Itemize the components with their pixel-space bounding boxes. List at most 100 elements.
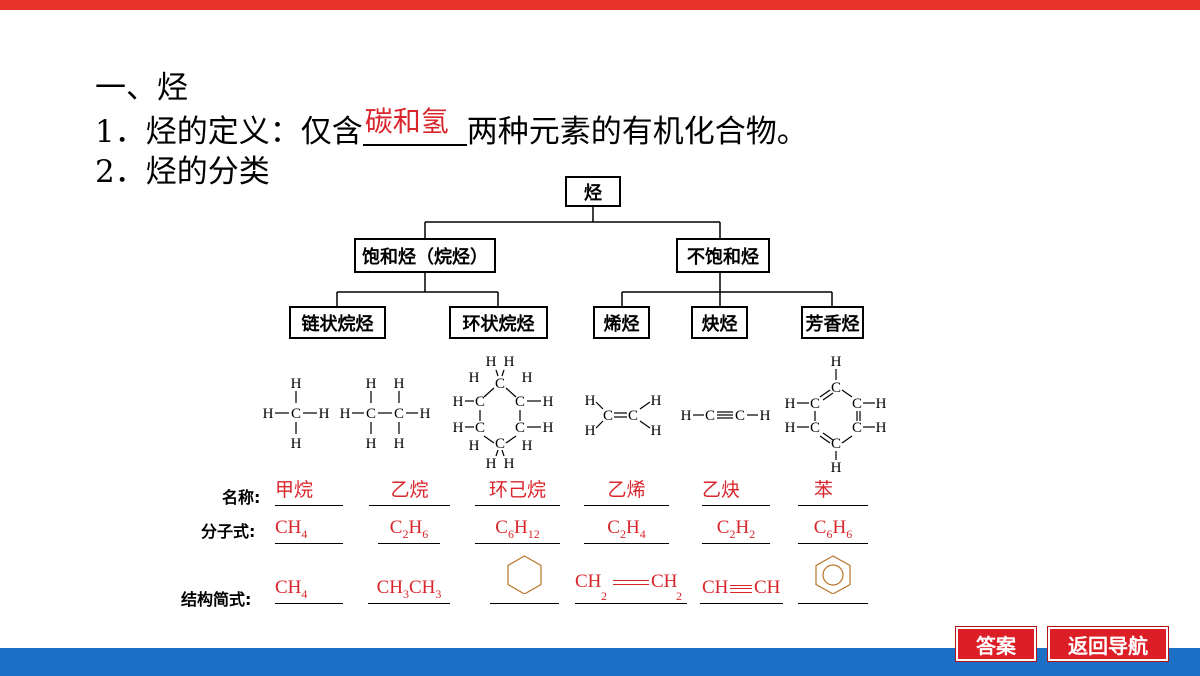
svg-text:C: C [475, 420, 485, 436]
svg-text:C: C [495, 436, 505, 452]
svg-text:H: H [340, 406, 351, 422]
row-label-structure: 结构简式: [181, 590, 252, 609]
tree-node-saturated: 饱和烃（烷烃） [354, 238, 496, 273]
structure-benzene [798, 555, 868, 604]
svg-text:H: H [651, 423, 662, 439]
structure-ethane: CH3CH3 [368, 576, 450, 604]
tree-node-alkene: 烯烃 [593, 306, 650, 339]
tree-node-unsaturated: 不饱和烃 [676, 238, 770, 273]
row-label-formula: 分子式: [201, 522, 256, 541]
name-benzene: 苯 [798, 478, 868, 506]
svg-text:C: C [603, 408, 613, 424]
svg-text:H: H [760, 408, 771, 424]
structure-cyclohexane [490, 555, 559, 604]
formula-cyclohexane: C6H12 [475, 516, 560, 544]
structure-ethyne: CH CH [700, 576, 783, 604]
svg-text:H: H [453, 420, 464, 436]
svg-text:H: H [263, 406, 274, 422]
svg-text:H: H [420, 406, 431, 422]
svg-text:C: C [394, 406, 404, 422]
svg-text:C: C [810, 420, 820, 436]
svg-text:C: C [515, 420, 525, 436]
svg-text:H: H [504, 456, 515, 472]
svg-text:H: H [831, 460, 842, 476]
svg-text:H: H [585, 423, 596, 439]
svg-text:H: H [469, 370, 480, 386]
formula-ethyne: C2H2 [702, 516, 770, 544]
name-ethane: 乙烷 [369, 478, 450, 506]
svg-text:C: C [495, 376, 505, 392]
definition-text-after: 两种元素的有机化合物。 [466, 114, 808, 150]
svg-text:H: H [831, 354, 842, 370]
svg-text:H: H [681, 408, 692, 424]
svg-text:H: H [785, 420, 796, 436]
svg-text:H: H [366, 436, 377, 452]
back-to-nav-button[interactable]: 返回导航 [1048, 627, 1168, 661]
svg-text:H: H [291, 436, 302, 452]
svg-text:C: C [852, 420, 862, 436]
definition-line: 1．烃的定义：仅含碳和氢两种元素的有机化合物。 [95, 105, 808, 152]
svg-text:H: H [453, 394, 464, 410]
svg-text:C: C [735, 408, 745, 424]
svg-text:H: H [394, 436, 405, 452]
section-heading: 一、烃 [95, 70, 188, 106]
svg-text:H: H [876, 420, 887, 436]
svg-text:C: C [852, 396, 862, 412]
svg-text:H: H [876, 396, 887, 412]
svg-text:H: H [522, 438, 533, 454]
svg-text:C: C [705, 408, 715, 424]
svg-text:C: C [366, 406, 376, 422]
svg-text:H: H [504, 354, 515, 370]
formula-benzene: C6H6 [798, 516, 868, 544]
svg-text:H: H [543, 420, 554, 436]
svg-text:H: H [486, 354, 497, 370]
name-cyclohexane: 环己烷 [475, 478, 560, 506]
svg-text:H: H [394, 376, 405, 392]
svg-text:C: C [291, 406, 301, 422]
svg-text:H: H [291, 376, 302, 392]
svg-text:C: C [831, 380, 841, 396]
formula-ethene: C2H4 [584, 516, 669, 544]
answer-button[interactable]: 答案 [956, 627, 1036, 661]
svg-text:H: H [366, 376, 377, 392]
cyclohexane-ring-icon [507, 555, 542, 594]
structure-methane: CH4 [275, 576, 343, 604]
svg-text:C: C [475, 394, 485, 410]
definition-answer: 碳和氢 [364, 105, 449, 138]
svg-text:H: H [522, 370, 533, 386]
classification-heading: 2．烃的分类 [95, 154, 270, 190]
svg-text:C: C [515, 394, 525, 410]
tree-node-aromatic: 芳香烃 [801, 306, 864, 339]
svg-text:C: C [628, 408, 638, 424]
svg-text:H: H [785, 396, 796, 412]
svg-text:H: H [319, 406, 330, 422]
benzene-ring-icon [815, 555, 851, 594]
svg-text:H: H [486, 456, 497, 472]
svg-text:H: H [469, 438, 480, 454]
formula-ethane: C2H6 [378, 516, 440, 544]
name-methane: 甲烷 [275, 478, 343, 506]
tree-node-hydrocarbon: 烃 [565, 176, 621, 207]
top-accent-bar [0, 0, 1200, 10]
formula-methane: CH4 [275, 516, 343, 544]
name-ethene: 乙烯 [584, 478, 669, 506]
tree-node-chain-alkane: 链状烷烃 [289, 306, 386, 339]
svg-text:H: H [585, 393, 596, 409]
svg-text:H: H [543, 394, 554, 410]
name-ethyne: 乙炔 [702, 478, 770, 506]
row-label-name: 名称: [222, 488, 261, 507]
tree-node-alkyne: 炔烃 [691, 306, 748, 339]
svg-text:C: C [831, 436, 841, 452]
definition-blank: 碳和氢 [362, 105, 467, 146]
tree-node-cyclo-alkane: 环状烷烃 [449, 306, 548, 339]
definition-text-before: 1．烃的定义：仅含 [95, 114, 363, 150]
